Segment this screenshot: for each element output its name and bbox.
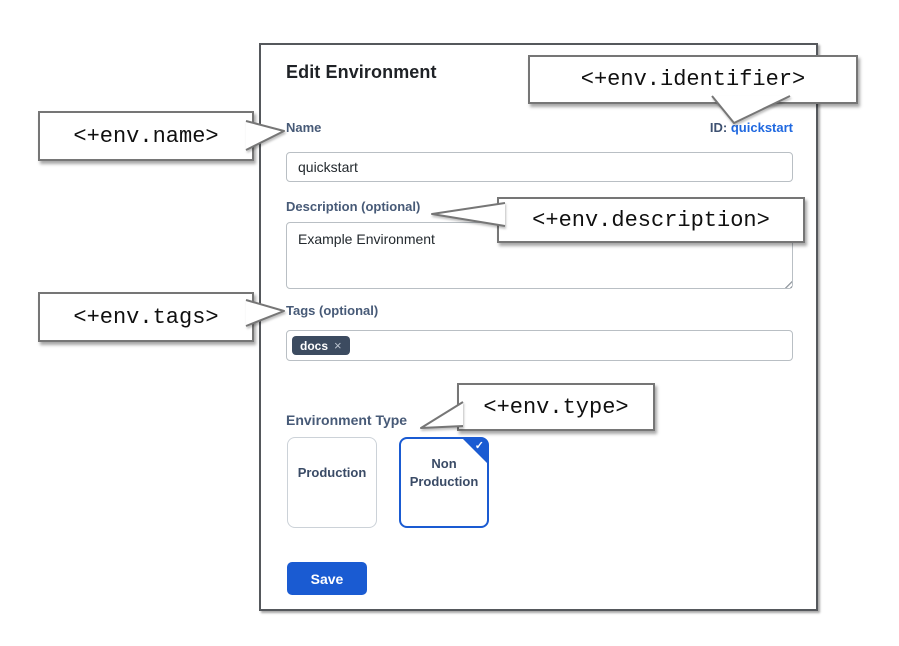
tag-remove-icon[interactable]: × [334, 338, 342, 353]
dialog-title: Edit Environment [286, 62, 437, 82]
type-card-non-production[interactable]: Non Production ✓ [399, 437, 489, 528]
name-input[interactable] [286, 152, 793, 182]
edit-environment-dialog: Edit Environment Name ID: quickstart Des… [259, 43, 818, 611]
tags-input[interactable]: docs × [286, 330, 793, 361]
tag-chip: docs × [292, 336, 350, 355]
annotation-env-tags: <+env.tags> [38, 292, 254, 342]
description-label: Description (optional) [286, 199, 421, 214]
environment-type-options: Production Non Production ✓ [287, 437, 489, 528]
type-card-production[interactable]: Production [287, 437, 377, 528]
tag-chip-label: docs [300, 338, 329, 353]
type-card-label: Production [297, 464, 367, 480]
id-value-link[interactable]: quickstart [730, 120, 793, 135]
check-icon: ✓ [474, 440, 484, 452]
environment-type-label: Environment Type [286, 412, 408, 428]
dialog-body: Edit Environment Name ID: quickstart Des… [261, 45, 816, 609]
name-row: Name ID: quickstart [286, 120, 793, 135]
selected-corner-badge [462, 438, 488, 464]
annotation-env-type: <+env.type> [457, 383, 655, 431]
annotation-env-identifier: <+env.identifier> [528, 55, 858, 104]
environment-id: ID: quickstart [710, 120, 793, 135]
id-label: ID: [709, 120, 728, 135]
annotation-env-description: <+env.description> [497, 197, 805, 243]
save-button[interactable]: Save [287, 562, 367, 595]
resize-handle-icon[interactable] [782, 278, 792, 288]
tags-label: Tags (optional) [286, 303, 379, 318]
name-label: Name [286, 120, 322, 135]
annotation-env-name: <+env.name> [38, 111, 254, 161]
type-card-label: Non Production [409, 455, 479, 489]
